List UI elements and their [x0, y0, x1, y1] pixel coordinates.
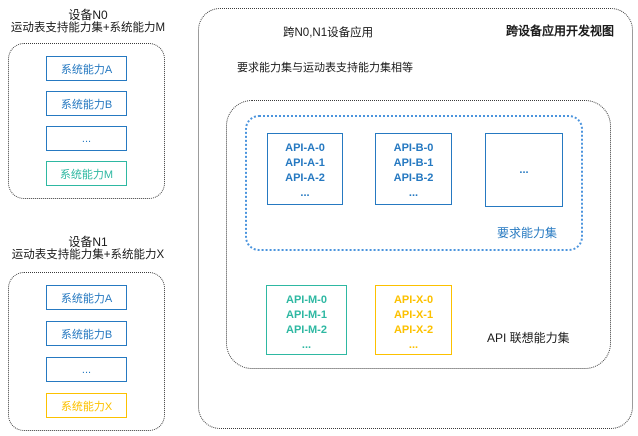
- device-n1-subtitle: 运动表支持能力集+系统能力X: [11, 249, 165, 261]
- api-line: API-M-2: [286, 324, 327, 336]
- required-capability-set-label: 要求能力集: [497, 226, 558, 240]
- api-line: ...: [519, 163, 529, 176]
- api-line: API-M-0: [286, 294, 327, 306]
- api-line: API-B-2: [393, 172, 434, 184]
- device-n0-capability-set-box: 系统能力A 系统能力B ... 系统能力M: [8, 43, 165, 199]
- capability-box-a: 系统能力A: [46, 56, 127, 81]
- device-n0-title: 设备N0: [68, 8, 108, 22]
- api-line: API-A-2: [285, 172, 325, 184]
- api-group-a: API-A-0 API-A-1 API-A-2 ...: [267, 133, 343, 205]
- cross-device-app-panel: [198, 8, 633, 429]
- required-capability-set-panel: [245, 115, 583, 251]
- capability-box-ellipsis: ...: [46, 357, 127, 382]
- api-line: ...: [301, 339, 312, 351]
- api-line: API-X-1: [393, 309, 434, 321]
- api-line: ...: [408, 339, 419, 351]
- api-group-ellipsis: ...: [485, 133, 563, 207]
- api-group-b: API-B-0 API-B-1 API-B-2 ...: [375, 133, 452, 205]
- api-line: API-B-1: [393, 157, 434, 169]
- api-line: ...: [408, 187, 419, 199]
- api-group-x: API-X-0 API-X-1 API-X-2 ...: [375, 285, 452, 355]
- api-association-set-label: API 联想能力集: [487, 331, 570, 345]
- cross-device-app-title: 跨N0,N1设备应用: [283, 27, 374, 39]
- device-n0-subtitle: 运动表支持能力集+系统能力M: [10, 22, 166, 34]
- api-line: API-B-0: [393, 142, 434, 154]
- capability-box-b: 系统能力B: [46, 321, 127, 346]
- api-group-m: API-M-0 API-M-1 API-M-2 ...: [266, 285, 347, 355]
- api-line: API-A-1: [285, 157, 325, 169]
- capability-box-b: 系统能力B: [46, 91, 127, 116]
- api-line: ...: [300, 187, 310, 199]
- device-n1-title: 设备N1: [68, 235, 108, 249]
- capability-box-x: 系统能力X: [46, 393, 127, 418]
- capability-sets-panel: [226, 100, 611, 369]
- api-line: API-A-0: [285, 142, 325, 154]
- device-n1-capability-set-box: 系统能力A 系统能力B ... 系统能力X: [8, 272, 165, 431]
- capability-box-m: 系统能力M: [46, 161, 127, 186]
- api-line: API-X-2: [393, 324, 434, 336]
- capability-box-a: 系统能力A: [46, 285, 127, 310]
- capability-box-ellipsis: ...: [46, 126, 127, 151]
- api-line: API-X-0: [393, 294, 434, 306]
- api-line: API-M-1: [286, 309, 327, 321]
- required-set-note: 要求能力集与运动表支持能力集相等: [237, 62, 413, 74]
- dev-view-title: 跨设备应用开发视图: [505, 24, 614, 38]
